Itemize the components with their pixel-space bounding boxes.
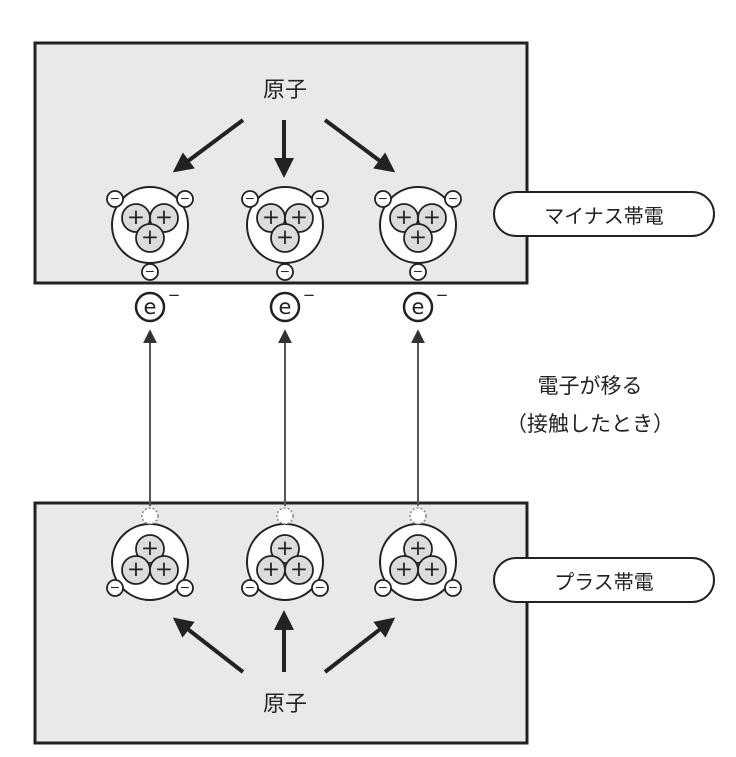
svg-text:+: + [276, 225, 294, 250]
svg-text:−: − [168, 286, 181, 304]
atom: +++−−− [241, 186, 329, 281]
svg-text:+: + [409, 225, 427, 250]
proton: + [389, 555, 419, 585]
electron: − [409, 263, 427, 281]
svg-text:−: − [245, 579, 255, 594]
svg-text:+: + [395, 205, 413, 230]
proton: + [417, 203, 447, 233]
atom: +++−−− [106, 186, 194, 281]
svg-text:+: + [290, 557, 308, 582]
electron: − [444, 190, 462, 208]
bottom-arrow-right [323, 617, 396, 674]
proton: + [284, 555, 314, 585]
svg-text:+: + [395, 557, 413, 582]
electron: − [241, 579, 259, 597]
electron: − [176, 579, 194, 597]
electron: − [176, 190, 194, 208]
negative-charge-label: マイナス帯電 [493, 191, 715, 237]
svg-text:−: − [180, 190, 190, 205]
atom: +++−− [374, 507, 462, 601]
transfer-caption-line2: （接触したとき） [506, 412, 674, 436]
svg-text:−: − [303, 286, 316, 304]
svg-text:+: + [409, 536, 427, 561]
electron-hole [276, 507, 294, 525]
svg-text:e: e [279, 295, 292, 319]
svg-text:−: − [145, 263, 155, 278]
svg-text:+: + [127, 205, 145, 230]
svg-text:+: + [141, 536, 159, 561]
proton: + [256, 555, 286, 585]
svg-text:−: − [245, 190, 255, 205]
electron: − [311, 190, 329, 208]
svg-text:+: + [276, 536, 294, 561]
atom: +++−−− [374, 186, 462, 281]
svg-text:+: + [127, 557, 145, 582]
proton: + [121, 555, 151, 585]
positive-charge-label: プラス帯電 [493, 557, 715, 603]
svg-text:−: − [315, 190, 325, 205]
svg-text:−: − [413, 263, 423, 278]
svg-text:+: + [155, 557, 173, 582]
svg-text:−: − [436, 286, 449, 304]
electron-symbol: e − [134, 286, 181, 323]
svg-text:−: − [448, 579, 458, 594]
svg-text:+: + [262, 557, 280, 582]
proton: + [403, 534, 433, 564]
atom: +++−− [241, 507, 329, 601]
electron: − [106, 190, 124, 208]
electron: − [141, 263, 159, 281]
svg-text:+: + [423, 205, 441, 230]
top-atoms: +++−−−+++−−−+++−−− [106, 186, 462, 281]
bottom-atoms: +++−−+++−−+++−− [106, 507, 462, 601]
electron: − [276, 263, 294, 281]
proton: + [403, 223, 433, 253]
electron: − [374, 190, 392, 208]
transfer-caption-line1: 電子が移る [537, 374, 643, 398]
proton: + [270, 223, 300, 253]
proton: + [135, 534, 165, 564]
svg-text:+: + [262, 205, 280, 230]
electron: − [311, 579, 329, 597]
svg-text:+: + [155, 205, 173, 230]
svg-text:−: − [110, 579, 120, 594]
svg-text:+: + [141, 225, 159, 250]
svg-text:+: + [290, 205, 308, 230]
svg-text:−: − [378, 190, 388, 205]
bottom-atom-label: 原子 [263, 692, 307, 717]
top-arrow-right [323, 118, 396, 173]
svg-text:−: − [180, 579, 190, 594]
proton: + [417, 555, 447, 585]
svg-text:e: e [412, 295, 425, 319]
atom: +++−− [106, 507, 194, 601]
top-atom-label: 原子 [263, 78, 307, 103]
svg-text:−: − [448, 190, 458, 205]
proton: + [270, 534, 300, 564]
electron: − [374, 579, 392, 597]
proton: + [135, 223, 165, 253]
electron-symbol: e − [402, 286, 449, 323]
electron-hole [409, 507, 427, 525]
svg-text:e: e [144, 295, 157, 319]
electron-symbol: e − [269, 286, 316, 323]
proton: + [149, 555, 179, 585]
top-arrow-left [172, 118, 245, 173]
svg-text:−: − [315, 579, 325, 594]
electron: − [106, 579, 124, 597]
electron: − [241, 190, 259, 208]
svg-text:−: − [280, 263, 290, 278]
electron-hole [141, 507, 159, 525]
svg-text:−: − [378, 579, 388, 594]
electron: − [444, 579, 462, 597]
svg-text:−: − [110, 190, 120, 205]
bottom-arrow-left [172, 617, 245, 674]
svg-text:+: + [423, 557, 441, 582]
